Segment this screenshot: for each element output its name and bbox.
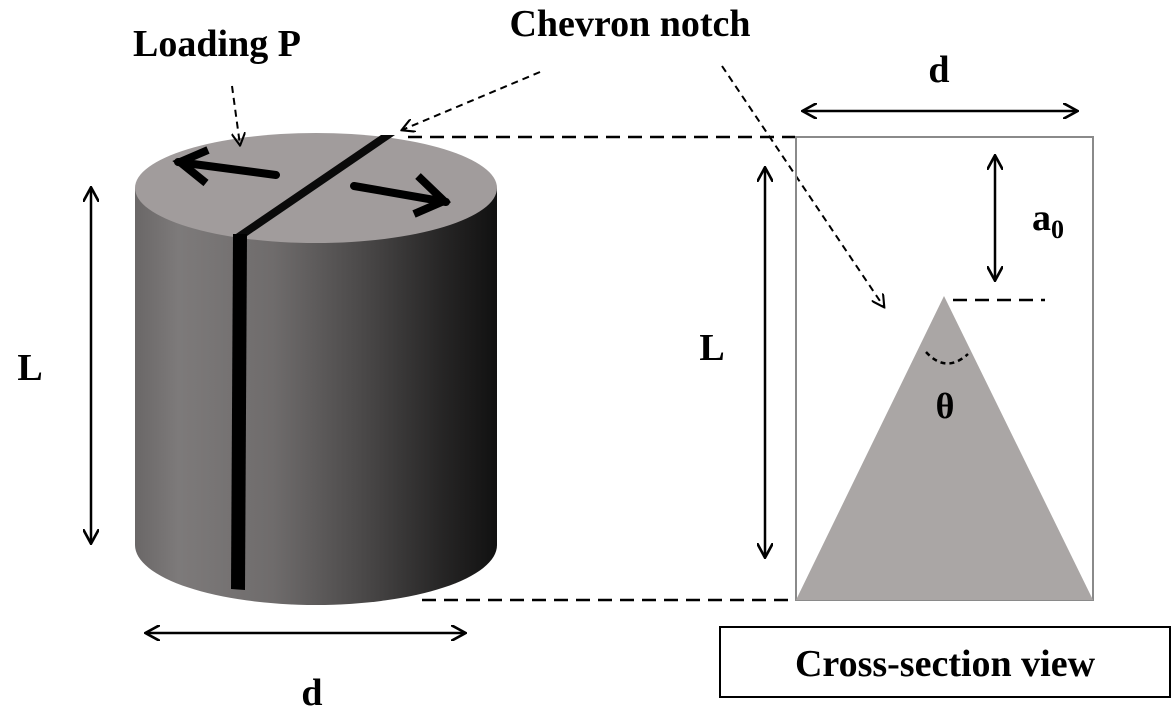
- notch-slot-side: [231, 234, 247, 590]
- angle-arc: [925, 351, 969, 365]
- load-arrow-right: [350, 182, 450, 206]
- load-arrow-left: [174, 158, 280, 179]
- loading-leader: [231, 85, 240, 145]
- load-arrow-left-head: [172, 146, 210, 187]
- cross-section: θ: [795, 136, 1094, 601]
- diameter-label-bottom: d: [301, 672, 322, 714]
- notch-slot-top: [233, 135, 395, 236]
- cylinder-specimen: [135, 133, 497, 605]
- caption-label: Cross-section view: [795, 643, 1096, 685]
- notch-leader-to-section: [721, 65, 884, 307]
- cylinder-side: [135, 188, 497, 605]
- diameter-label-top: d: [928, 49, 949, 91]
- caption-box: [719, 626, 1171, 698]
- notch-depth-label: a0: [1032, 197, 1064, 244]
- angle-label: θ: [936, 386, 955, 426]
- length-label-right: L: [699, 327, 724, 369]
- notch-label: Chevron notch: [509, 3, 750, 45]
- loading-label: Loading P: [133, 23, 301, 65]
- notch-depth-label-sub: 0: [1051, 215, 1064, 244]
- notch-leader-to-cylinder: [402, 71, 541, 130]
- notch-depth-label-base: a: [1032, 197, 1051, 239]
- load-arrow-right-head: [412, 173, 452, 218]
- length-label-left: L: [17, 347, 42, 389]
- chevron-ligament: [796, 296, 1093, 600]
